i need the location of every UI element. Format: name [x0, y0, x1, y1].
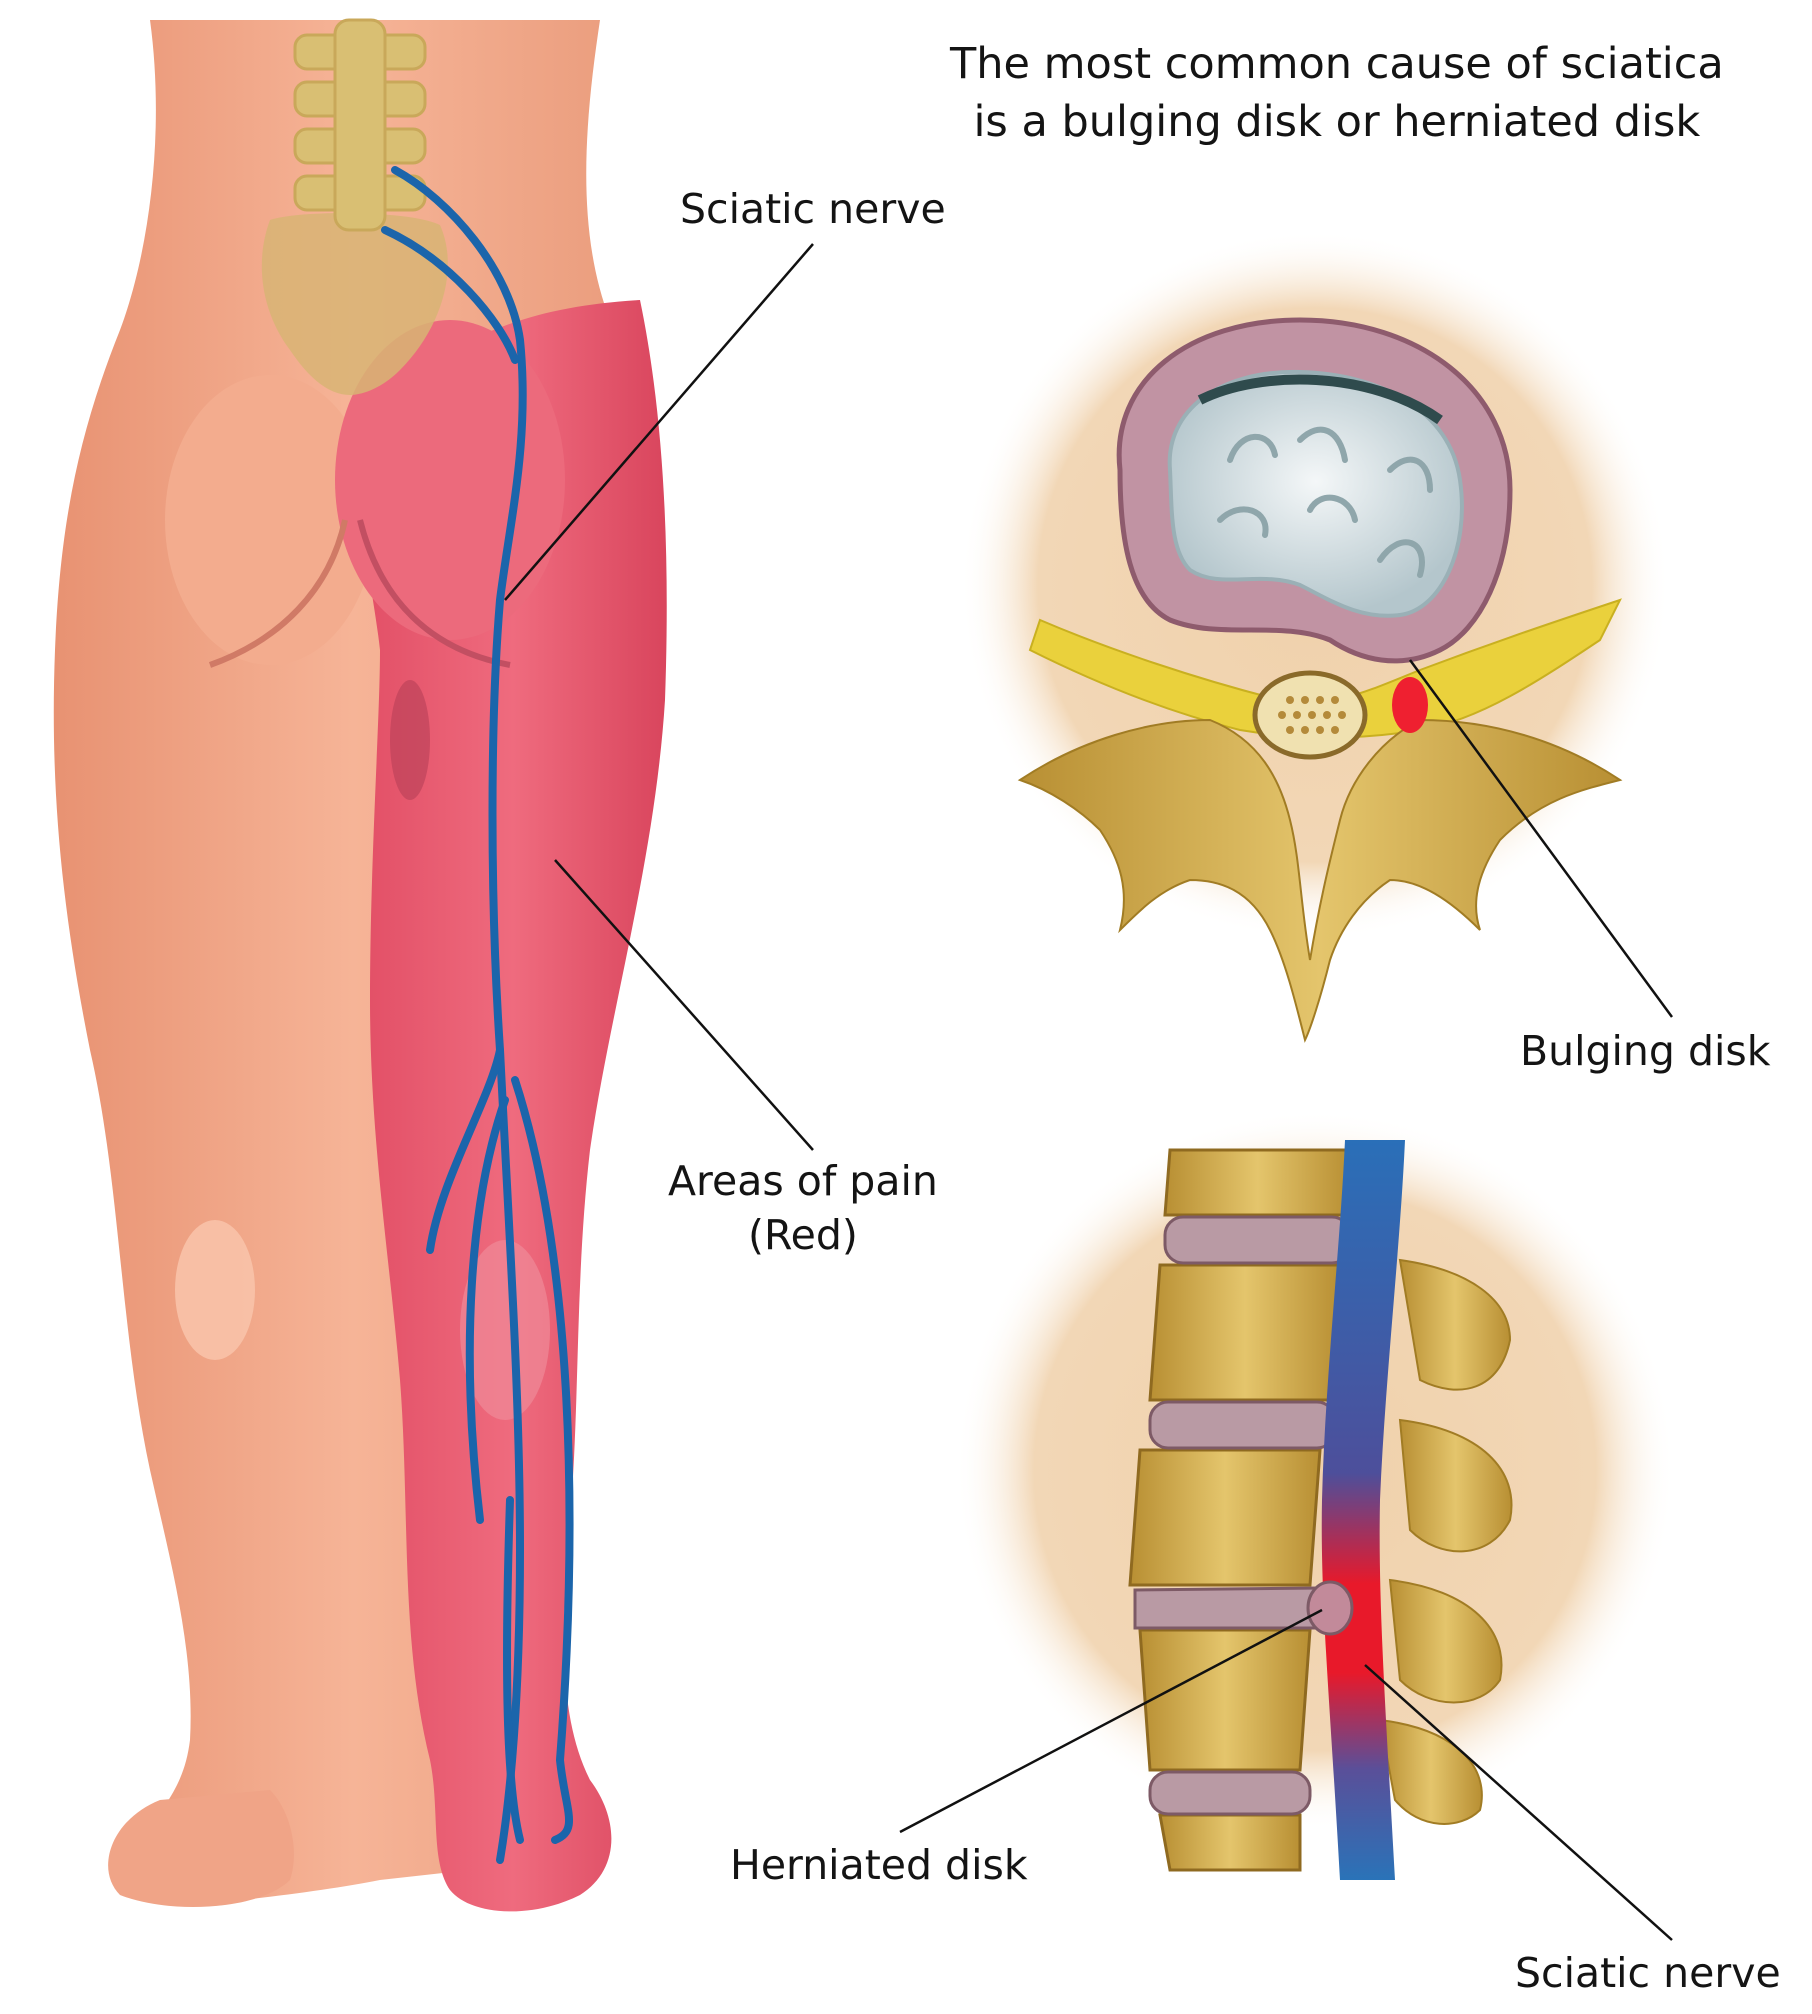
label-sciatic-nerve-top: Sciatic nerve — [680, 185, 946, 233]
vertebral-bodies — [1128, 1148, 1352, 1872]
intervertebral-disks — [1133, 1215, 1352, 1816]
label-herniated-disk: Herniated disk — [730, 1841, 1028, 1889]
body-figure — [53, 18, 667, 1912]
sacrum — [261, 213, 448, 395]
disk-nucleus — [1167, 369, 1464, 618]
left-buttock — [165, 375, 375, 665]
sciatic-nerve-compressed — [1321, 1140, 1405, 1880]
title-line-1: The most common cause of sciatica — [950, 39, 1724, 89]
label-areas-of-pain-line-2: (Red) — [747, 1211, 858, 1259]
label-bulging-disk: Bulging disk — [1520, 1027, 1771, 1075]
herniated-disk-inset — [899, 1110, 1675, 1941]
diagram-title: The most common cause of sciatica is a b… — [950, 35, 1724, 151]
sciatic-nerve-leg — [381, 166, 574, 1864]
title-line-2: is a bulging disk or herniated disk — [973, 97, 1701, 147]
sciatic-nerve-top-leader — [504, 243, 814, 601]
vertebra-processes — [1017, 718, 1623, 1043]
sciatic-nerve-bottom-leader — [1364, 1664, 1673, 1941]
left-foot — [108, 1790, 294, 1907]
bulging-disk-leader — [1408, 659, 1674, 1018]
bulging-disk-inset — [960, 230, 1674, 1043]
label-areas-of-pain-line-1: Areas of pain — [668, 1157, 938, 1205]
areas-of-pain-leader — [554, 859, 814, 1151]
lumbar-vertebrae — [293, 18, 427, 232]
pain-area-red — [359, 300, 667, 1912]
herniated-disk-leader — [899, 1608, 1323, 1834]
label-areas-of-pain: Areas of pain (Red) — [668, 1154, 938, 1262]
label-sciatic-nerve-bottom: Sciatic nerve — [1515, 1949, 1781, 1997]
